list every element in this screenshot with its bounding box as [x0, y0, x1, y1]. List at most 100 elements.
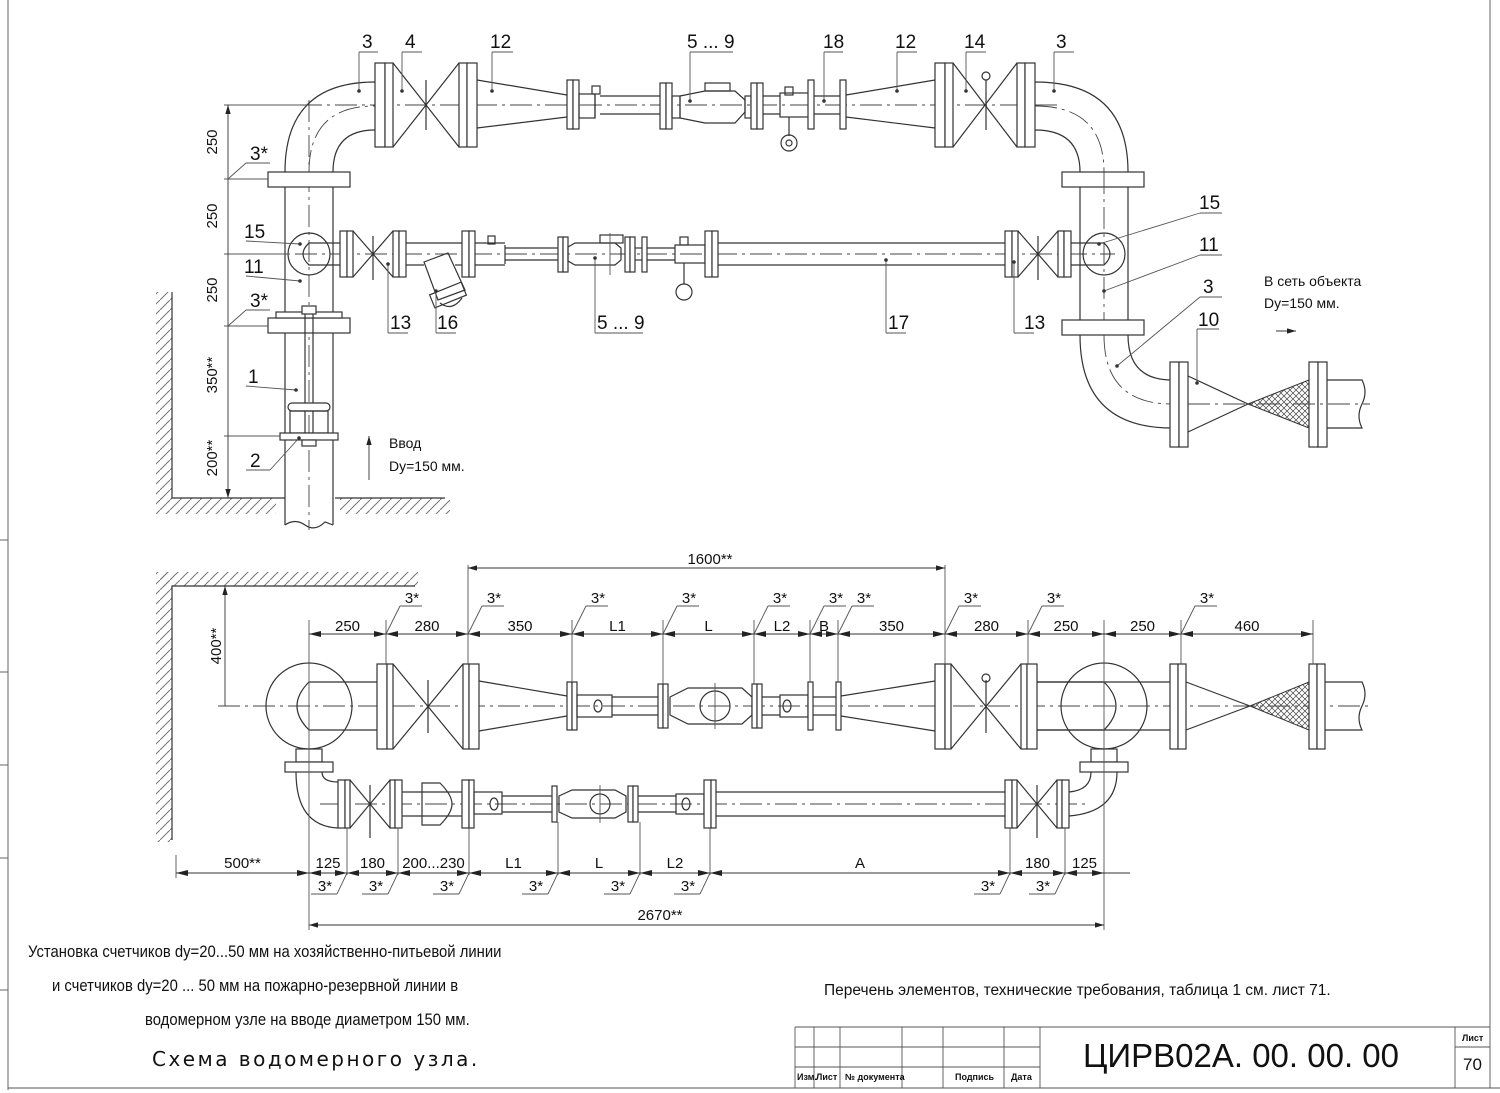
outlet-label: В сеть объекта [1264, 273, 1362, 289]
dimension-arrow [640, 870, 652, 876]
flow-notes: Ввод Dy=150 мм. В сеть объекта Dy=150 мм… [366, 273, 1362, 480]
tb-header-document: № документа [845, 1072, 905, 1082]
extension-lines [175, 565, 1314, 930]
sheet-label: Лист [1462, 1033, 1484, 1043]
top-weld-mark: 3* [1200, 590, 1214, 607]
dimension-arrow [710, 870, 722, 876]
dimension-arrow [998, 870, 1010, 876]
top-weld-mark: 3* [405, 590, 419, 607]
top-weld-mark: 3* [682, 590, 696, 607]
leader-line [629, 872, 641, 895]
dimension-arrow [374, 631, 386, 637]
dimension-arrow [933, 631, 945, 637]
vertical-dimensions: 250 250 250 350** 200** 3* 3* [204, 104, 300, 498]
leader-line [699, 872, 711, 895]
callouts-top: 3 4 12 5 ... 9 18 12 14 3 [357, 32, 1074, 103]
top-dim-label: 350 [507, 618, 532, 635]
callout-5-9-bypass: 5 ... 9 [597, 313, 645, 334]
top-weld-mark: 3* [591, 590, 605, 607]
leader-line [547, 872, 559, 895]
bypass-line [287, 230, 1126, 309]
top-dim-label: 250 [1053, 618, 1078, 635]
leader-line [387, 872, 399, 895]
drawing-title: Схема водомерного узла. [152, 1047, 480, 1071]
callout-16: 16 [437, 313, 458, 334]
bottom-dim-label: L1 [505, 855, 522, 872]
callout-15-right: 15 [1199, 193, 1220, 214]
outlet-diameter: Dy=150 мм. [1264, 295, 1340, 311]
callout-12-right: 12 [895, 32, 916, 53]
top-main-line [300, 62, 1060, 152]
dim-250-c: 250 [204, 277, 221, 302]
callout-11-right: 11 [1199, 235, 1219, 256]
reference-note: Перечень элементов, технические требован… [824, 982, 1331, 999]
caption-line-3: водомерном узле на вводе диаметром 150 м… [145, 1011, 470, 1029]
top-weld-marks: 3*3*3*3*3*3*3*3*3*3* [385, 590, 1217, 635]
dimension-arrow [309, 631, 321, 637]
weld-mark-1: 3* [250, 144, 269, 165]
leader-line [662, 605, 678, 635]
top-weld-mark: 3* [857, 590, 871, 607]
dimension-arrow [810, 631, 822, 637]
leader-line [1054, 872, 1066, 895]
top-weld-mark: 3* [773, 590, 787, 607]
leader-line [385, 605, 401, 635]
document-code: ЦИРВ02А. 00. 00. 00 [1083, 1037, 1399, 1074]
dimension-arrow [1028, 631, 1040, 637]
dimension-arrow [558, 870, 570, 876]
leader-line [458, 872, 470, 895]
dimension-arrow [468, 631, 480, 637]
dimension-arrow [1065, 870, 1077, 876]
dimension-arrow [1104, 631, 1116, 637]
callout-18: 18 [823, 32, 844, 53]
caption-line-1: Установка счетчиков dy=20...50 мм на хоз… [28, 943, 502, 961]
dimension-arrow [1301, 631, 1313, 637]
callout-2: 2 [250, 451, 261, 472]
dimension-arrow [335, 870, 347, 876]
dimension-arrow [456, 631, 468, 637]
tb-header-signature: Подпись [955, 1072, 995, 1082]
leader-line [809, 605, 825, 635]
leader-line [753, 605, 769, 635]
leader-line [999, 872, 1011, 895]
weld-mark-2: 3* [250, 291, 269, 312]
top-dim-label: 280 [414, 618, 439, 635]
dimension-arrow [628, 870, 640, 876]
dimension-arrow [347, 870, 359, 876]
top-weld-mark: 3* [964, 590, 978, 607]
bottom-dim-label: 180 [360, 855, 385, 872]
top-dim-label: L [704, 618, 712, 635]
dim-250-a: 250 [204, 129, 221, 154]
elbow-upper-right [1034, 81, 1129, 173]
sheet-number: 70 [1463, 1055, 1482, 1074]
outlet-riser [1061, 171, 1370, 448]
dimension-arrow [754, 631, 766, 637]
bottom-dim-label: L2 [667, 855, 684, 872]
dimension-arrow [309, 870, 321, 876]
bottom-weld-mark: 3* [529, 878, 543, 895]
dimension-arrow [398, 870, 410, 876]
callout-5-9: 5 ... 9 [687, 32, 735, 53]
dim-200: 200** [204, 439, 221, 476]
bottom-weld-mark: 3* [318, 878, 332, 895]
top-dim-label: 280 [974, 618, 999, 635]
callout-10: 10 [1198, 310, 1219, 331]
top-dim-label: L2 [774, 618, 791, 635]
dimension-arrow [698, 870, 710, 876]
callout-14: 14 [964, 32, 986, 53]
dim-1600: 1600** [687, 551, 732, 568]
callout-3-right: 3 [1056, 32, 1067, 53]
dimension-arrow [1053, 870, 1065, 876]
dimension-arrow [469, 870, 481, 876]
leader-line [944, 605, 960, 635]
callout-3: 3 [362, 32, 373, 53]
dim-400: 400** [208, 627, 225, 664]
caption-line-2: и счетчиков dy=20 ... 50 мм на пожарно-р… [52, 977, 459, 995]
dim-350: 350** [204, 356, 221, 393]
dimension-arrow [1016, 631, 1028, 637]
bottom-weld-mark: 3* [981, 878, 995, 895]
dimension-arrow [297, 870, 309, 876]
